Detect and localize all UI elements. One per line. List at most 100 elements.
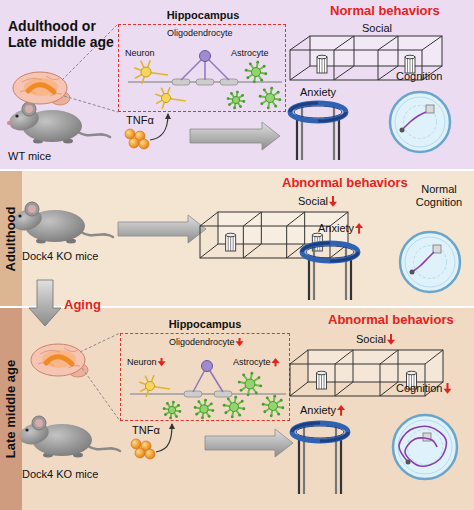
process-end: [262, 403, 265, 406]
hippocampus-region: [46, 357, 72, 364]
astrocyte-process: [165, 410, 172, 415]
oligodendrocyte-cell: [181, 51, 229, 81]
arrow-shaft: [390, 334, 392, 341]
process-end: [267, 106, 270, 109]
astrocyte-cell: [163, 401, 182, 420]
astrocyte-cell: [227, 91, 246, 110]
dendrite: [146, 386, 150, 396]
cage-body: [226, 235, 236, 251]
cage-bar: [228, 235, 229, 251]
mouse-head: [7, 106, 41, 133]
oligodendrocyte-process: [193, 366, 207, 392]
swim-path: [412, 252, 434, 272]
astrocyte-process: [244, 375, 250, 384]
astrocyte-process: [228, 99, 236, 100]
chamber-edge: [290, 36, 310, 50]
cage-bar: [319, 235, 320, 251]
dendrite: [140, 382, 150, 386]
dendrite: [146, 61, 150, 72]
astrocyte-process: [236, 100, 244, 101]
process-end: [236, 91, 239, 94]
water-maze: [393, 415, 457, 479]
process-end: [227, 97, 230, 100]
astrocyte-process: [250, 378, 259, 384]
mouse-nose: [17, 435, 21, 439]
age-band: Adulthood or Late middle ageHippocampusO…: [0, 0, 474, 169]
astrocyte-process: [260, 96, 270, 98]
brain-shape: [31, 344, 85, 376]
cage-bar: [314, 235, 315, 251]
process-end: [263, 65, 266, 68]
adulthood-band: [22, 171, 474, 306]
process-end: [239, 105, 242, 108]
chamber-divider: [335, 350, 353, 364]
chamber-divider: [335, 364, 336, 396]
brain-gyrus: [22, 78, 42, 82]
maze-ring: [290, 103, 346, 121]
arrow-shaft: [358, 227, 360, 234]
swim-path: [402, 112, 426, 130]
arrow-shaft: [332, 196, 334, 203]
process-end: [241, 94, 244, 97]
myelinated-axon: [130, 391, 286, 397]
brain-gyrus: [20, 90, 36, 94]
cell-label: Oligodendrocyte: [169, 337, 235, 347]
chamber-divider: [261, 212, 262, 244]
change-arrow: [236, 338, 244, 346]
process-end: [277, 91, 280, 94]
cell-label: Astrocyte: [233, 357, 271, 367]
maze-pool: [400, 232, 460, 292]
astrocyte-process: [172, 410, 180, 411]
process-end: [258, 376, 261, 379]
chamber-divider: [378, 66, 398, 80]
astrocyte-process: [264, 90, 270, 98]
astrocyte-process: [250, 64, 256, 72]
astrocyte-process: [197, 409, 204, 414]
mouse-ear: [32, 416, 46, 430]
astrocyte-process: [268, 98, 270, 108]
hippocampus-box: HippocampusOligodendrocyteNeuronAstrocyt…: [118, 24, 286, 112]
astrocyte-process: [262, 98, 270, 104]
axon: [150, 386, 170, 389]
brain-gyrus: [38, 362, 54, 366]
neuron-cell: [135, 61, 168, 84]
dendrite: [136, 72, 146, 78]
process-end: [208, 415, 211, 418]
process-end: [177, 404, 180, 407]
astrocyte-process: [236, 95, 243, 100]
maze-leg: [345, 247, 347, 300]
process-end: [253, 80, 256, 83]
astrocyte-process: [171, 410, 172, 418]
process-end: [238, 414, 241, 417]
dendrite: [162, 98, 166, 108]
astrocyte-cell: [223, 396, 245, 418]
brain-icon: [31, 344, 88, 377]
oligodendrocyte-process: [204, 56, 206, 80]
myelin-sheath: [184, 391, 202, 397]
chamber-divider: [378, 50, 379, 80]
chamber-edge: [200, 244, 218, 258]
chamber-divider: [287, 244, 305, 258]
process-end: [270, 87, 273, 90]
astrocyte-process: [172, 402, 173, 410]
zoom-leader: [82, 368, 120, 421]
three-chamber-box: [290, 36, 442, 80]
arrow-head: [236, 341, 244, 346]
astrocyte-process: [234, 407, 244, 409]
cage-top: [317, 371, 327, 375]
myelin-sheath: [214, 391, 232, 397]
mouse-body: [32, 424, 92, 456]
process-end: [270, 414, 273, 417]
cytokine-label: TNFα: [126, 114, 154, 127]
astrocyte-process: [250, 384, 256, 393]
process-end: [228, 103, 231, 106]
astrocyte-process: [172, 410, 177, 417]
test-label: Anxiety: [300, 86, 336, 99]
escape-platform: [433, 245, 441, 253]
chamber-divider: [334, 36, 354, 50]
axon-line: [130, 393, 286, 395]
astrocyte-process: [256, 66, 264, 72]
elevated-maze: [290, 103, 346, 160]
astrocyte-process: [270, 98, 276, 106]
flow-arrow: [190, 122, 280, 150]
